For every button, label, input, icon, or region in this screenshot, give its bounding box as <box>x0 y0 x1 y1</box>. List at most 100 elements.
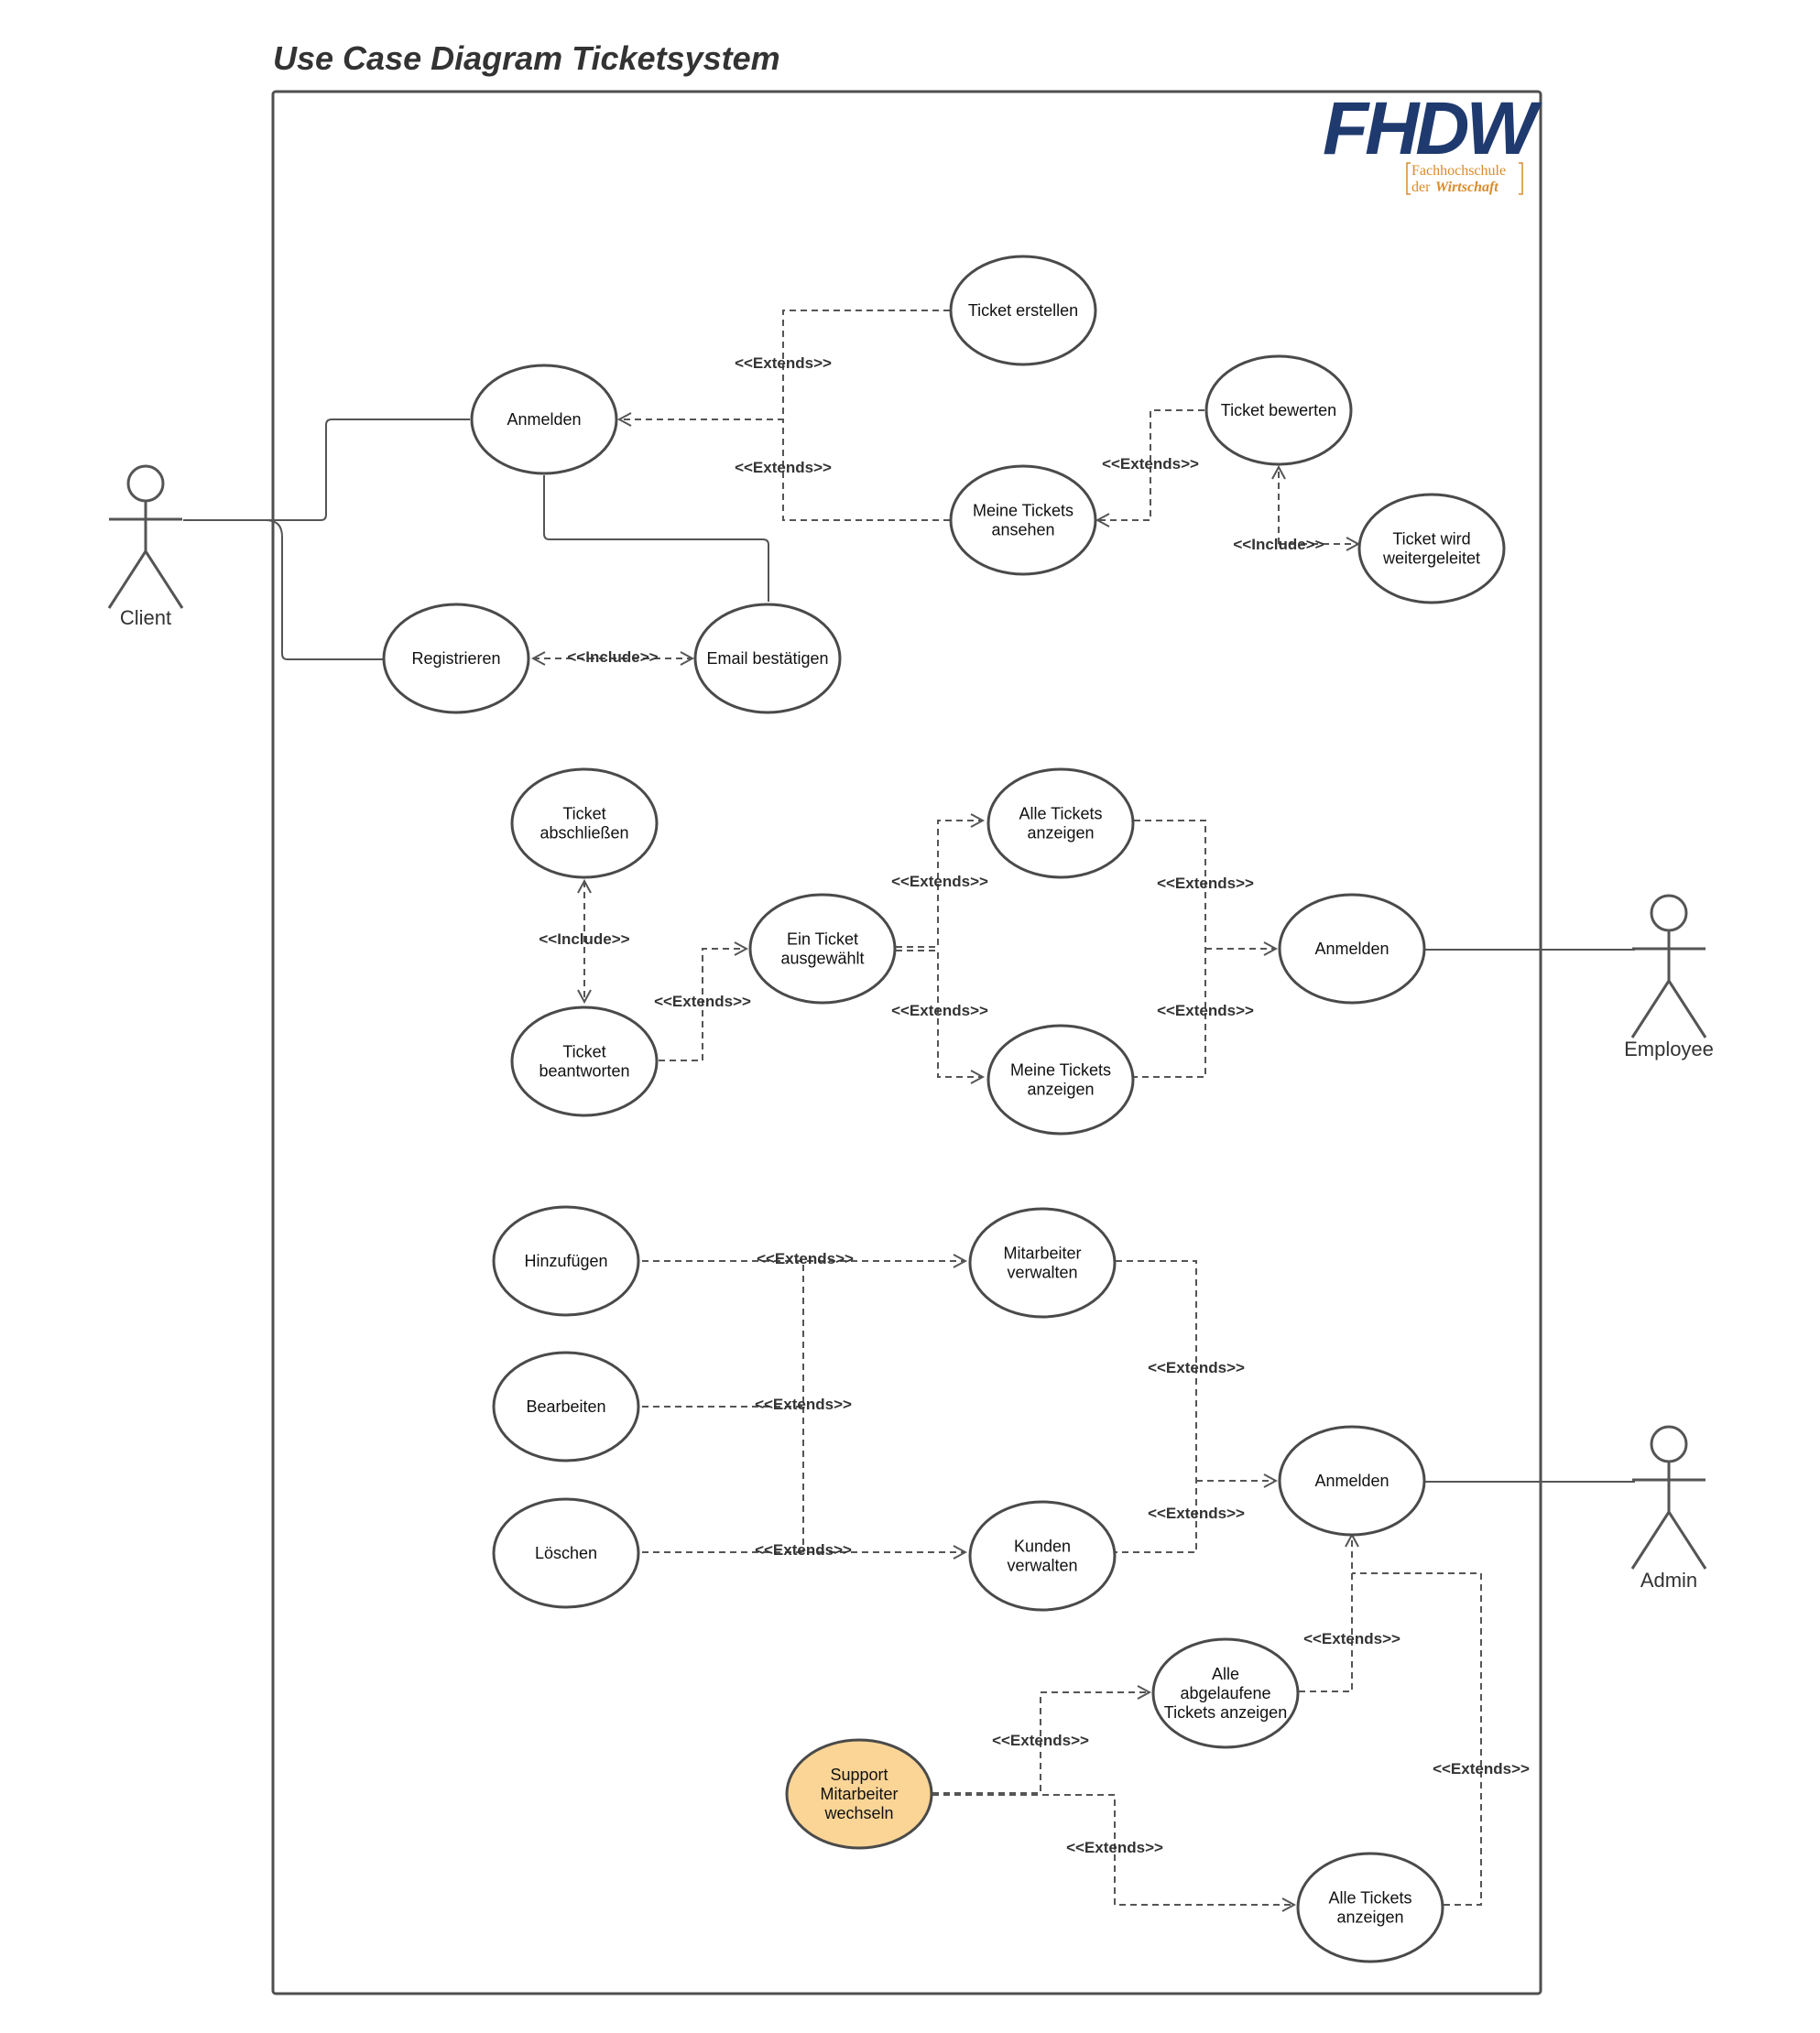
logo-subline-2-emph: Wirtschaft <box>1435 179 1499 195</box>
use-case-ellipse <box>470 364 618 475</box>
include-label: <<Include>> <box>1233 536 1324 553</box>
use-case-bearbeiten: Bearbeiten <box>492 1351 640 1462</box>
associations <box>183 419 1635 1483</box>
use-case-label: Email bestätigen <box>706 649 828 668</box>
logo-main-text: FHDW <box>1323 87 1543 170</box>
use-case-ellipse <box>748 893 897 1005</box>
use-case-ellipse <box>510 767 659 879</box>
use-case-ellipse <box>1204 354 1353 466</box>
extends-label: <<Extends>> <box>735 354 832 372</box>
extends-label: <<Extends>> <box>1102 455 1199 473</box>
extends-label: <<Extends>> <box>755 1541 852 1559</box>
use-case-ellipse <box>1357 493 1506 604</box>
fhdw-logo: FHDW Fachhochschule der Wirtschaft <box>1323 87 1547 195</box>
use-case-label: Anmelden <box>1314 1472 1389 1490</box>
use-case-ellipse <box>382 603 530 714</box>
extends-label: <<Extends>> <box>1148 1505 1245 1522</box>
extends-label: <<Extends>> <box>654 993 751 1010</box>
extends-label: <<Extends>> <box>891 1002 988 1019</box>
actor-employee-label: Employee <box>1624 1038 1714 1060</box>
use-case-ellipse <box>492 1351 640 1462</box>
extends-label: <<Extends>> <box>1157 875 1254 892</box>
use-case-ellipse <box>986 767 1135 879</box>
extends-label: <<Extends>> <box>755 1396 852 1413</box>
use-case-ticket-bewerten: Ticket bewerten <box>1204 354 1353 466</box>
use-case-registrieren: Registrieren <box>382 603 530 714</box>
use-case-email-bestaetigen: Email bestätigen <box>693 603 842 714</box>
extends-label: <<Extends>> <box>735 459 832 476</box>
use-case-ellipse <box>1151 1637 1300 1749</box>
extends-label: <<Extends>> <box>1157 1002 1254 1019</box>
use-case-label: Hinzufügen <box>524 1252 607 1270</box>
use-case-employee-anmelden: Anmelden <box>1278 893 1426 1005</box>
use-case-ellipse <box>1296 1852 1444 1963</box>
use-case-ellipse <box>492 1205 640 1317</box>
include-label: <<Include>> <box>567 648 658 666</box>
logo-subline-1: Fachhochschule <box>1411 163 1506 179</box>
use-case-loeschen: Löschen <box>492 1497 640 1609</box>
extends-label: <<Extends>> <box>992 1732 1089 1749</box>
use-case-ellipse <box>510 1006 659 1117</box>
use-case-label: Anmelden <box>1314 940 1389 958</box>
relation-labels: <<Extends>> <<Extends>> <<Extends>> <<In… <box>539 354 1530 1856</box>
use-case-label: Anmelden <box>507 410 581 429</box>
extends-label: <<Extends>> <box>1066 1839 1163 1856</box>
extends-label: <<Extends>> <box>891 873 988 890</box>
use-case-ellipse <box>949 255 1097 366</box>
use-case-label: Registrieren <box>411 649 500 668</box>
use-case-ellipse <box>1278 1425 1426 1537</box>
use-case-ellipse <box>785 1738 933 1850</box>
use-case-ellipse <box>968 1500 1117 1612</box>
use-case-client-anmelden: Anmelden <box>470 364 618 475</box>
diagram-title: Use Case Diagram Ticketsystem <box>273 39 780 77</box>
use-case-ellipse <box>968 1207 1117 1319</box>
actor-client: Client <box>107 464 184 629</box>
system-boundary <box>271 90 1542 1995</box>
actor-admin: Admin <box>1630 1425 1707 1592</box>
extends-label: <<Extends>> <box>1148 1359 1245 1376</box>
use-case-label: Löschen <box>535 1544 597 1562</box>
logo-subline-2-prefix: der <box>1411 179 1431 195</box>
use-case-ellipse <box>693 603 842 714</box>
use-case-ellipse <box>949 464 1097 576</box>
use-case-ellipse <box>1278 893 1426 1005</box>
extends-label: <<Extends>> <box>757 1250 854 1267</box>
use-case-ellipse <box>492 1497 640 1609</box>
use-case-ellipse <box>986 1024 1135 1136</box>
extends-label: <<Extends>> <box>1303 1630 1400 1647</box>
use-case-label: Ticket erstellen <box>968 301 1078 320</box>
actor-client-label: Client <box>120 606 171 629</box>
use-case-admin-anmelden: Anmelden <box>1278 1425 1426 1537</box>
use-case-ticket-erstellen: Ticket erstellen <box>949 255 1097 366</box>
use-case-hinzufuegen: Hinzufügen <box>492 1205 640 1317</box>
use-case-label: Ticket bewerten <box>1221 401 1336 419</box>
use-case-label: Bearbeiten <box>526 1397 605 1416</box>
actor-employee: Employee <box>1624 894 1714 1060</box>
actor-admin-label: Admin <box>1640 1569 1697 1592</box>
include-label: <<Include>> <box>539 930 629 948</box>
